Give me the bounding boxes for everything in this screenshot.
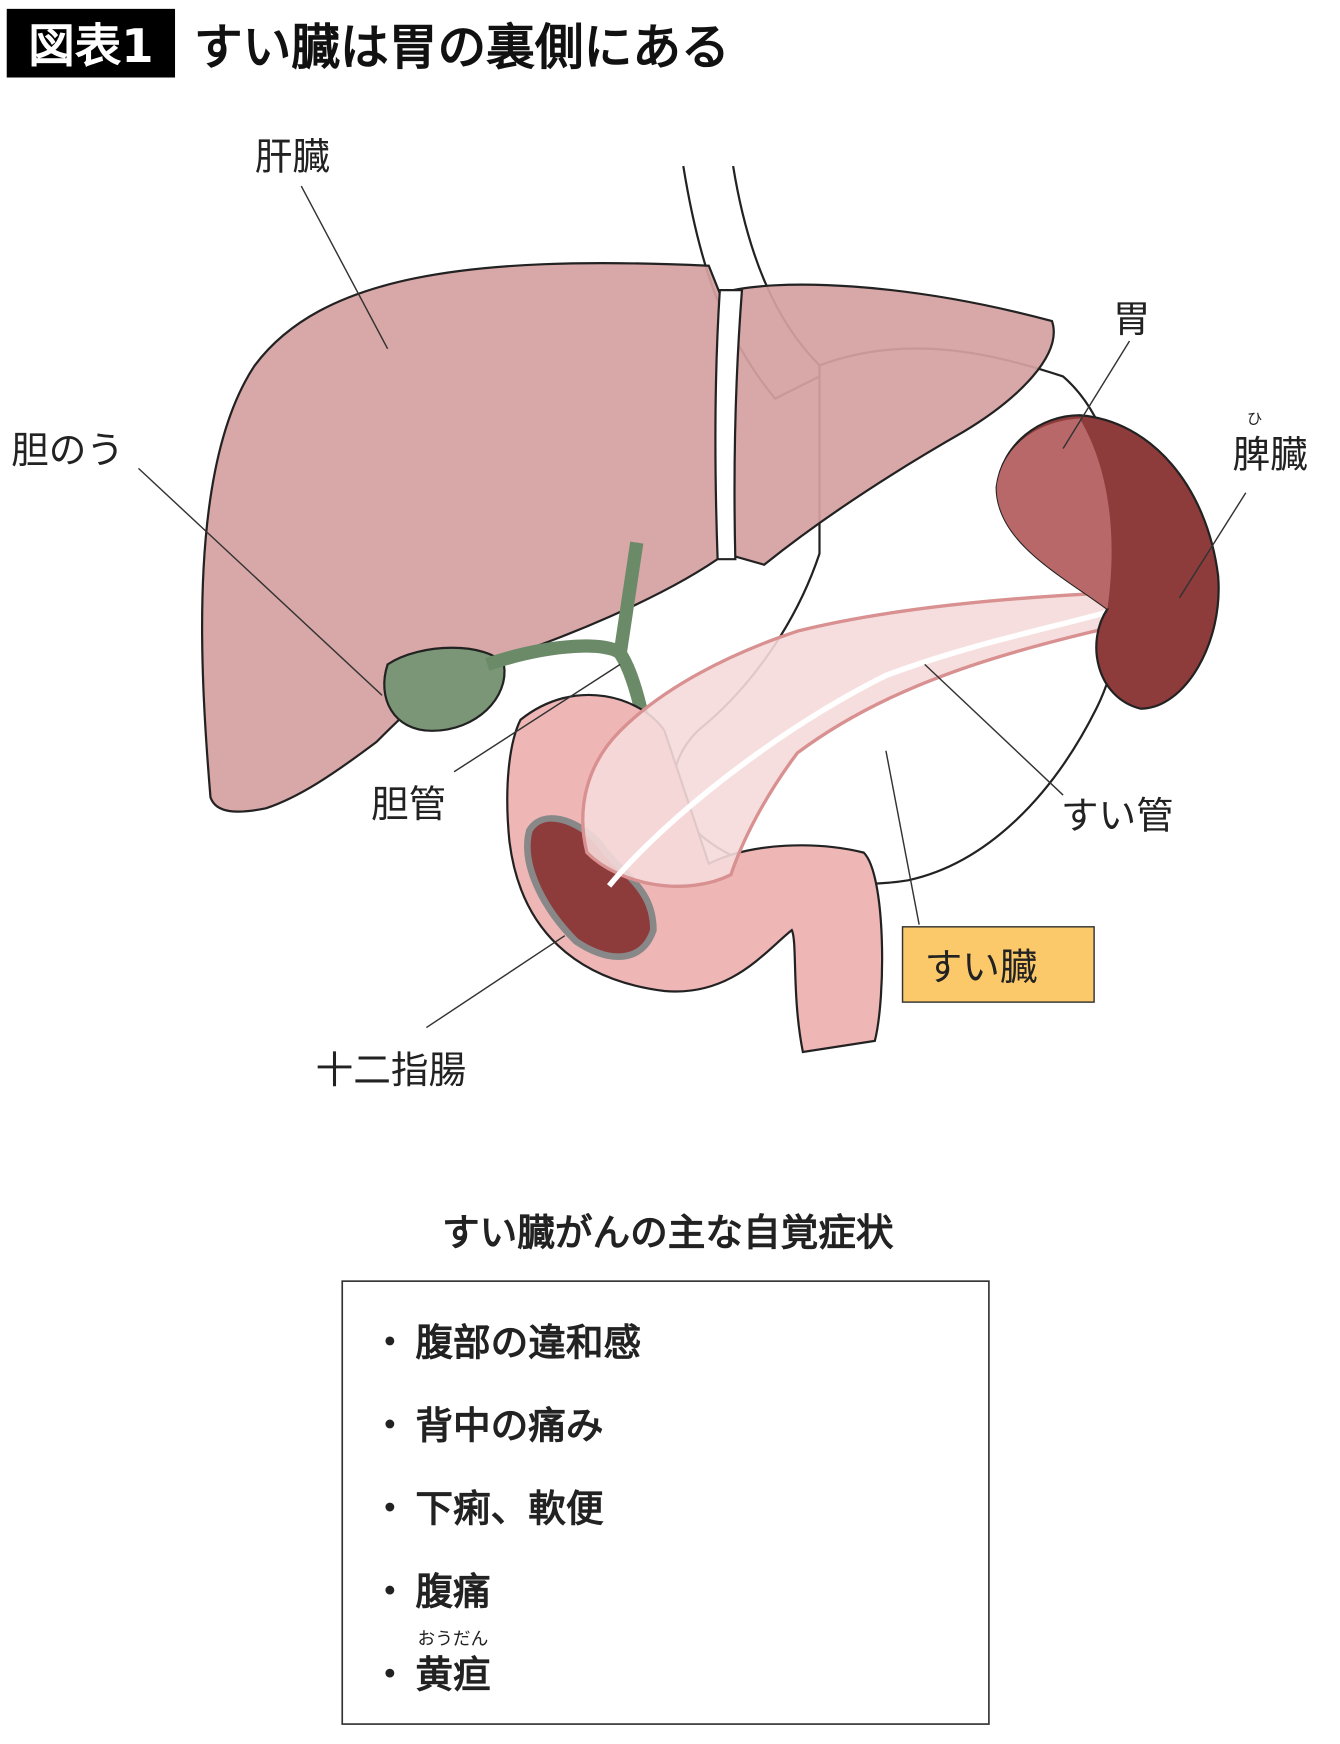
gallbladder	[383, 646, 506, 732]
falciform-ligament	[714, 289, 744, 561]
figure-title: すい臓は胃の裏側にある	[194, 20, 730, 76]
label-duodenum: 十二指腸	[316, 1048, 467, 1092]
bullet-icon	[385, 1419, 395, 1429]
symptom-item: 腹痛	[385, 1569, 491, 1613]
bullet-icon	[385, 1668, 395, 1678]
label-spleen-ruby: ひ	[1247, 410, 1263, 428]
symptoms-box	[341, 1280, 990, 1725]
label-liver: 肝臓	[255, 134, 330, 178]
leader-bile-duct	[453, 663, 621, 773]
bullet-icon	[385, 1502, 395, 1512]
symptom-item: 下痢、軟便	[385, 1486, 604, 1530]
leader-pancreas	[885, 750, 920, 925]
label-bile-duct: 胆管	[371, 782, 446, 826]
symptom-text: 背中の痛み	[415, 1403, 603, 1447]
label-pancreatic-duct: すい管	[1061, 793, 1174, 837]
figure-badge	[6, 8, 176, 78]
stomach-fundus-overlap	[996, 418, 1112, 610]
label-spleen: 脾臓	[1233, 432, 1308, 476]
leader-spleen	[1178, 492, 1247, 599]
symptom-text: 腹部の違和感	[415, 1320, 641, 1364]
leader-stomach	[1062, 340, 1131, 449]
symptom-text: 黄疸	[415, 1653, 490, 1697]
leader-gallbladder	[138, 467, 383, 696]
pancreas-highlight-box	[901, 926, 1095, 1003]
figure-badge-text: 図表1	[28, 19, 153, 73]
symptom-ruby: おうだん	[418, 1629, 489, 1649]
label-stomach: 胃	[1113, 297, 1151, 341]
leader-pancreatic-duct	[924, 663, 1064, 796]
symptoms-title: すい臓がんの主な自覚症状	[442, 1211, 894, 1255]
symptom-item: 腹部の違和感	[385, 1320, 641, 1364]
label-pancreas: すい臓	[925, 945, 1038, 989]
duodenum-inner	[524, 815, 657, 960]
symptom-item: 背中の痛み	[385, 1403, 603, 1447]
pancreas	[581, 590, 1137, 888]
leader-duodenum	[425, 935, 566, 1029]
symptom-text: 下痢、軟便	[415, 1486, 604, 1530]
bullet-icon	[385, 1336, 395, 1346]
bullet-icon	[385, 1585, 395, 1595]
label-gallbladder: 胆のう	[11, 428, 124, 472]
leader-liver	[300, 185, 389, 350]
pancreatic-duct	[606, 606, 1120, 888]
symptom-text: 腹痛	[415, 1569, 490, 1613]
